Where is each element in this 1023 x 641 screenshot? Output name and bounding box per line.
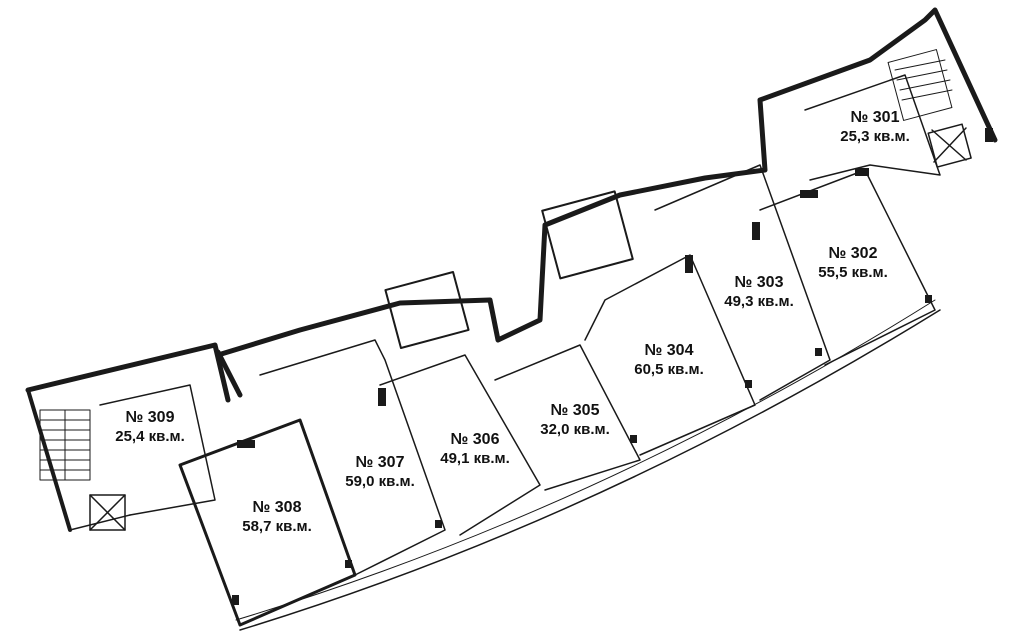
facade-bottom: [239, 309, 941, 631]
room-number: № 308: [252, 499, 302, 516]
room-number: № 303: [734, 274, 784, 291]
room-area: 32,0 кв.м.: [540, 421, 610, 438]
outer-wall-top: [215, 7, 998, 358]
room-area: 55,5 кв.м.: [818, 264, 888, 281]
room-number: № 309: [125, 409, 175, 426]
room-label-305: № 305 32,0 кв.м.: [520, 401, 630, 439]
room-area: 60,5 кв.м.: [634, 361, 704, 378]
stairs-left: [39, 409, 91, 481]
room-area: 49,3 кв.м.: [724, 293, 794, 310]
room-306-outline: [379, 354, 541, 536]
room-label-308: № 308 58,7 кв.м.: [222, 498, 332, 536]
room-label-301: № 301 25,3 кв.м.: [820, 108, 930, 146]
room-area: 49,1 кв.м.: [440, 450, 510, 467]
elevator-left: [89, 494, 126, 531]
room-number: № 302: [828, 245, 878, 262]
outer-wall-top: [215, 349, 243, 398]
wc-block-right: [541, 190, 634, 280]
room-label-307: № 307 59,0 кв.м.: [325, 453, 435, 491]
room-309-outline: [99, 384, 216, 516]
room-number: № 305: [550, 402, 600, 419]
room-label-306: № 306 49,1 кв.м.: [420, 430, 530, 468]
room-307-outline: [259, 339, 446, 576]
room-number: № 301: [850, 109, 900, 126]
outer-wall-left: [25, 342, 231, 403]
facade-left: [69, 514, 131, 531]
wall-markers: [232, 128, 993, 605]
room-label-304: № 304 60,5 кв.м.: [614, 341, 724, 379]
room-area: 58,7 кв.м.: [242, 518, 312, 535]
room-label-303: № 303 49,3 кв.м.: [704, 273, 814, 311]
room-number: № 304: [644, 342, 694, 359]
room-303-outline: [654, 164, 831, 401]
wc-block-left: [384, 270, 470, 350]
room-number: № 306: [450, 431, 500, 448]
room-area: 59,0 кв.м.: [345, 473, 415, 490]
room-label-309: № 309 25,4 кв.м.: [110, 408, 190, 446]
stairs-right: [887, 49, 953, 121]
room-301-outline: [804, 74, 941, 181]
room-number: № 307: [355, 454, 405, 471]
elevator-right: [927, 123, 972, 168]
room-label-302: № 302 55,5 кв.м.: [798, 244, 908, 282]
room-area: 25,4 кв.м.: [115, 428, 185, 445]
room-305-outline: [494, 344, 641, 491]
room-area: 25,3 кв.м.: [840, 128, 910, 145]
